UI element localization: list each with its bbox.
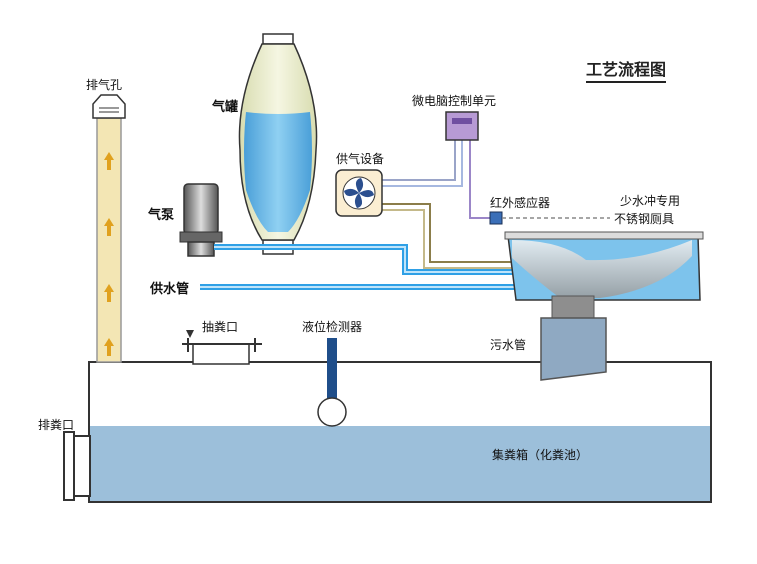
label-toilet-line2: 不锈钢厕具 (614, 212, 675, 226)
label-ir-sensor: 红外感应器 (490, 196, 551, 210)
vent-arrow-up-icon (104, 152, 114, 356)
label-suction-port: 抽粪口 (202, 320, 239, 334)
air-pipe (214, 244, 515, 275)
label-controller: 微电脑控制单元 (412, 94, 497, 108)
controller-unit (445, 111, 479, 141)
controller-wires (382, 140, 515, 269)
diagram-title: 工艺流程图 (586, 56, 667, 83)
label-toilet-line1: 少水冲专用 (620, 194, 681, 208)
label-air-supply: 供气设备 (336, 152, 385, 166)
label-sewage-pipe: 污水管 (490, 338, 527, 352)
label-air-pump: 气泵 (148, 208, 175, 223)
air-pump (179, 183, 223, 257)
gas-tank (238, 33, 318, 255)
level-detector (317, 338, 347, 427)
label-discharge-port: 排粪口 (38, 418, 75, 432)
label-level-detector: 液位检测器 (302, 320, 363, 334)
vent-tube (92, 94, 126, 363)
ir-sensor (489, 211, 610, 225)
label-collection-tank: 集粪箱（化粪池） (492, 448, 589, 462)
label-gas-tank: 气罐 (212, 100, 239, 115)
collection-tank (88, 361, 712, 503)
discharge-port (63, 431, 91, 501)
label-vent: 排气孔 (86, 78, 123, 92)
label-water-pipe: 供水管 (150, 282, 190, 297)
sewage-pipe (540, 317, 607, 381)
suction-port (182, 330, 262, 365)
toilet-fixture (504, 231, 704, 319)
fan-icon (344, 178, 374, 208)
